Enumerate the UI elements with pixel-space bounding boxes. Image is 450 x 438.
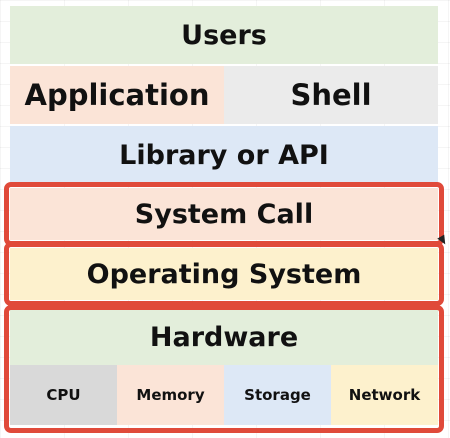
layer-application: Application (10, 66, 224, 124)
layer-operating-system: Operating System (10, 248, 438, 300)
hardware-storage-label: Storage (244, 386, 311, 404)
layer-operating-system-label: Operating System (86, 258, 362, 290)
hardware-network-label: Network (348, 386, 421, 404)
layer-users-label: Users (181, 19, 267, 51)
layer-shell: Shell (224, 66, 438, 124)
mouse-cursor-icon (437, 234, 449, 247)
layer-system-call-label: System Call (134, 198, 314, 230)
layer-hardware: Hardware (10, 310, 438, 365)
hardware-components: CPU Memory Storage Network (10, 365, 438, 425)
layer-users: Users (10, 6, 438, 64)
hardware-memory: Memory (117, 365, 224, 425)
hardware-cpu-label: CPU (46, 386, 81, 404)
layer-system-call: System Call (10, 188, 438, 240)
layer-library-api: Library or API (10, 126, 438, 184)
layer-shell-label: Shell (290, 78, 372, 112)
layer-hardware-label: Hardware (149, 322, 299, 353)
hardware-storage: Storage (224, 365, 331, 425)
layer-application-label: Application (24, 78, 210, 112)
hardware-memory-label: Memory (136, 386, 205, 404)
hardware-network: Network (331, 365, 438, 425)
layer-library-api-label: Library or API (119, 139, 329, 171)
hardware-cpu: CPU (10, 365, 117, 425)
